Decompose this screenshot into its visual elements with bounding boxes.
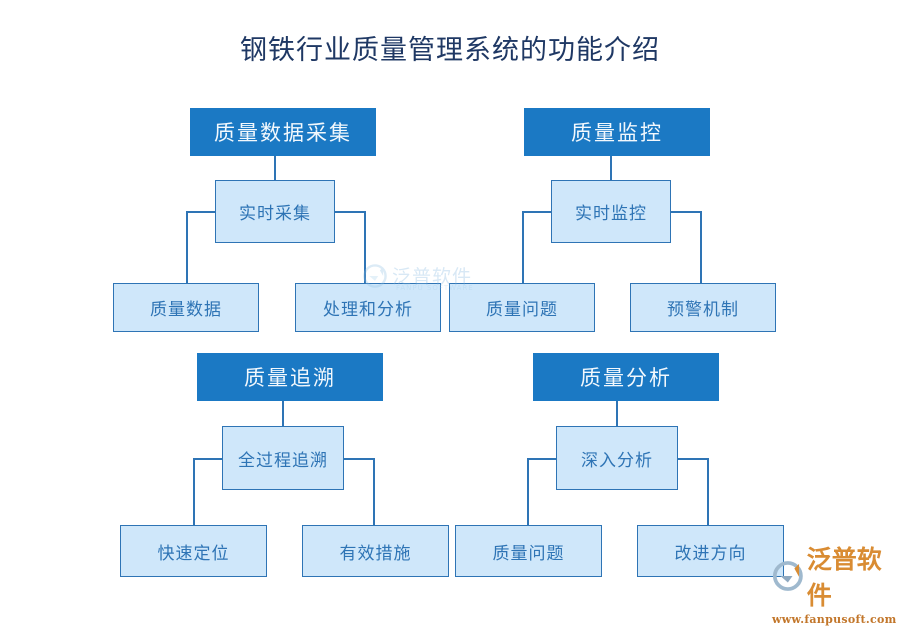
connector-header-to-middle-1 bbox=[274, 156, 276, 180]
connector-middle-right-stub-2 bbox=[670, 211, 700, 213]
connector-drop-right-3 bbox=[373, 458, 375, 525]
node-quality-issue-analysis[interactable]: 质量问题 bbox=[455, 525, 602, 577]
node-quality-data[interactable]: 质量数据 bbox=[113, 283, 259, 332]
connector-middle-left-stub-4 bbox=[527, 458, 557, 460]
connector-drop-right-2 bbox=[700, 211, 702, 283]
node-fast-positioning[interactable]: 快速定位 bbox=[120, 525, 267, 577]
section-header-quality-analysis[interactable]: 质量分析 bbox=[533, 353, 719, 401]
connector-drop-left-2 bbox=[522, 211, 524, 283]
fanpu-mark-icon bbox=[772, 561, 803, 591]
node-realtime-collection[interactable]: 实时采集 bbox=[215, 180, 335, 243]
node-whole-process-traceability[interactable]: 全过程追溯 bbox=[222, 426, 344, 490]
connector-drop-right-1 bbox=[364, 211, 366, 283]
node-quality-issue-monitoring[interactable]: 质量问题 bbox=[449, 283, 595, 332]
connector-middle-left-stub-3 bbox=[193, 458, 223, 460]
logo-url: www.fanpusoft.com bbox=[772, 613, 897, 626]
connector-middle-left-stub-2 bbox=[522, 211, 552, 213]
fanpu-logo: 泛普软件 www.fanpusoft.com bbox=[772, 540, 900, 626]
connector-drop-left-3 bbox=[193, 458, 195, 525]
diagram-canvas: 钢铁行业质量管理系统的功能介绍 质量数据采集 实时采集 质量数据 处理和分析 质… bbox=[113, 35, 897, 626]
connector-middle-left-stub-1 bbox=[186, 211, 216, 213]
page-title: 钢铁行业质量管理系统的功能介绍 bbox=[240, 35, 660, 66]
connector-middle-right-stub-3 bbox=[343, 458, 373, 460]
section-header-quality-monitoring[interactable]: 质量监控 bbox=[524, 108, 710, 156]
connector-drop-left-1 bbox=[186, 211, 188, 283]
connector-drop-left-4 bbox=[527, 458, 529, 525]
node-realtime-monitoring[interactable]: 实时监控 bbox=[551, 180, 671, 243]
connector-header-to-middle-4 bbox=[616, 401, 618, 426]
node-processing-and-analysis[interactable]: 处理和分析 bbox=[295, 283, 441, 332]
section-header-quality-data-collection[interactable]: 质量数据采集 bbox=[190, 108, 376, 156]
connector-drop-right-4 bbox=[707, 458, 709, 525]
node-improvement-direction[interactable]: 改进方向 bbox=[637, 525, 784, 577]
section-header-quality-traceability[interactable]: 质量追溯 bbox=[197, 353, 383, 401]
connector-header-to-middle-2 bbox=[610, 156, 612, 180]
logo-row: 泛普软件 bbox=[772, 540, 900, 612]
connector-middle-right-stub-1 bbox=[334, 211, 364, 213]
node-in-depth-analysis[interactable]: 深入分析 bbox=[556, 426, 678, 490]
connector-header-to-middle-3 bbox=[282, 401, 284, 426]
logo-brand: 泛普软件 bbox=[806, 545, 882, 610]
node-effective-measures[interactable]: 有效措施 bbox=[302, 525, 449, 577]
node-early-warning-mechanism[interactable]: 预警机制 bbox=[630, 283, 776, 332]
connector-middle-right-stub-4 bbox=[677, 458, 707, 460]
